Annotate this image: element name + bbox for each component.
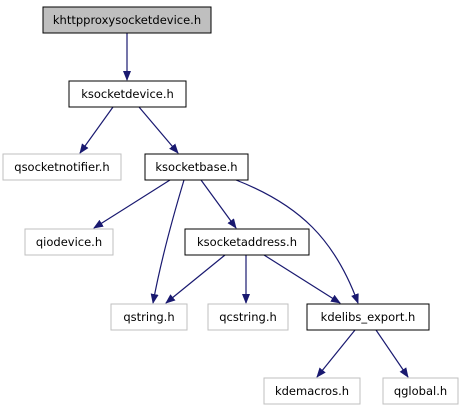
node-box-qglobal [382, 377, 459, 405]
node-box-ksocketaddress [184, 228, 310, 256]
node-ksocketdevice[interactable]: ksocketdevice.h [68, 80, 187, 108]
node-label-ksocketaddress: ksocketaddress.h [197, 235, 297, 249]
node-label-qglobal: qglobal.h [394, 384, 447, 398]
edge-ksocketaddress-to-kdelibs_export [263, 254, 341, 304]
node-ksocketaddress[interactable]: ksocketaddress.h [184, 228, 310, 256]
node-label-khttpproxysocketdevice: khttpproxysocketdevice.h [53, 13, 201, 27]
node-box-qstring [110, 303, 188, 331]
edge-kdelibs_export-to-kdemacros [316, 329, 356, 378]
edge-kdelibs_export-to-qglobal [375, 329, 409, 378]
node-box-qcstring [207, 303, 289, 331]
node-qstring: qstring.h [110, 303, 188, 331]
nodes-layer: khttpproxysocketdevice.h ksocketdevice.h q… [2, 6, 459, 405]
node-box-kdelibs_export [306, 303, 430, 331]
node-label-kdemacros: kdemacros.h [275, 384, 349, 398]
node-ksocketbase[interactable]: ksocketbase.h [144, 153, 249, 181]
node-label-qcstring: qcstring.h [219, 310, 277, 324]
node-box-ksocketbase [144, 153, 249, 181]
node-qglobal: qglobal.h [382, 377, 459, 405]
node-kdelibs_export[interactable]: kdelibs_export.h [306, 303, 430, 331]
edge-ksocketaddress-to-qstring [165, 254, 226, 304]
node-box-kdemacros [263, 377, 361, 405]
edge-ksocketbase-to-qstring [150, 179, 185, 304]
node-label-kdelibs_export: kdelibs_export.h [321, 310, 416, 324]
edge-ksocketdevice-to-ksocketbase [138, 106, 179, 154]
node-qcstring: qcstring.h [207, 303, 289, 331]
node-qsocketnotifier: qsocketnotifier.h [2, 153, 122, 181]
node-box-ksocketdevice [68, 80, 187, 108]
node-label-qsocketnotifier: qsocketnotifier.h [14, 160, 109, 174]
edges-layer [79, 33, 409, 378]
edge-ksocketdevice-to-qsocketnotifier [79, 106, 114, 154]
node-kdemacros: kdemacros.h [263, 377, 361, 405]
node-box-khttpproxysocketdevice [42, 6, 212, 34]
node-box-qiodevice [24, 228, 114, 256]
edge-ksocketbase-to-kdelibs_export [235, 179, 359, 304]
node-khttpproxysocketdevice[interactable]: khttpproxysocketdevice.h [42, 6, 212, 34]
node-label-ksocketbase: ksocketbase.h [155, 160, 237, 174]
edge-ksocketbase-to-ksocketaddress [200, 179, 237, 229]
node-label-ksocketdevice: ksocketdevice.h [81, 87, 174, 101]
edge-ksocketbase-to-qiodevice [93, 179, 171, 229]
node-label-qiodevice: qiodevice.h [36, 235, 102, 249]
node-label-qstring: qstring.h [123, 310, 174, 324]
node-qiodevice: qiodevice.h [24, 228, 114, 256]
node-box-qsocketnotifier [2, 153, 122, 181]
